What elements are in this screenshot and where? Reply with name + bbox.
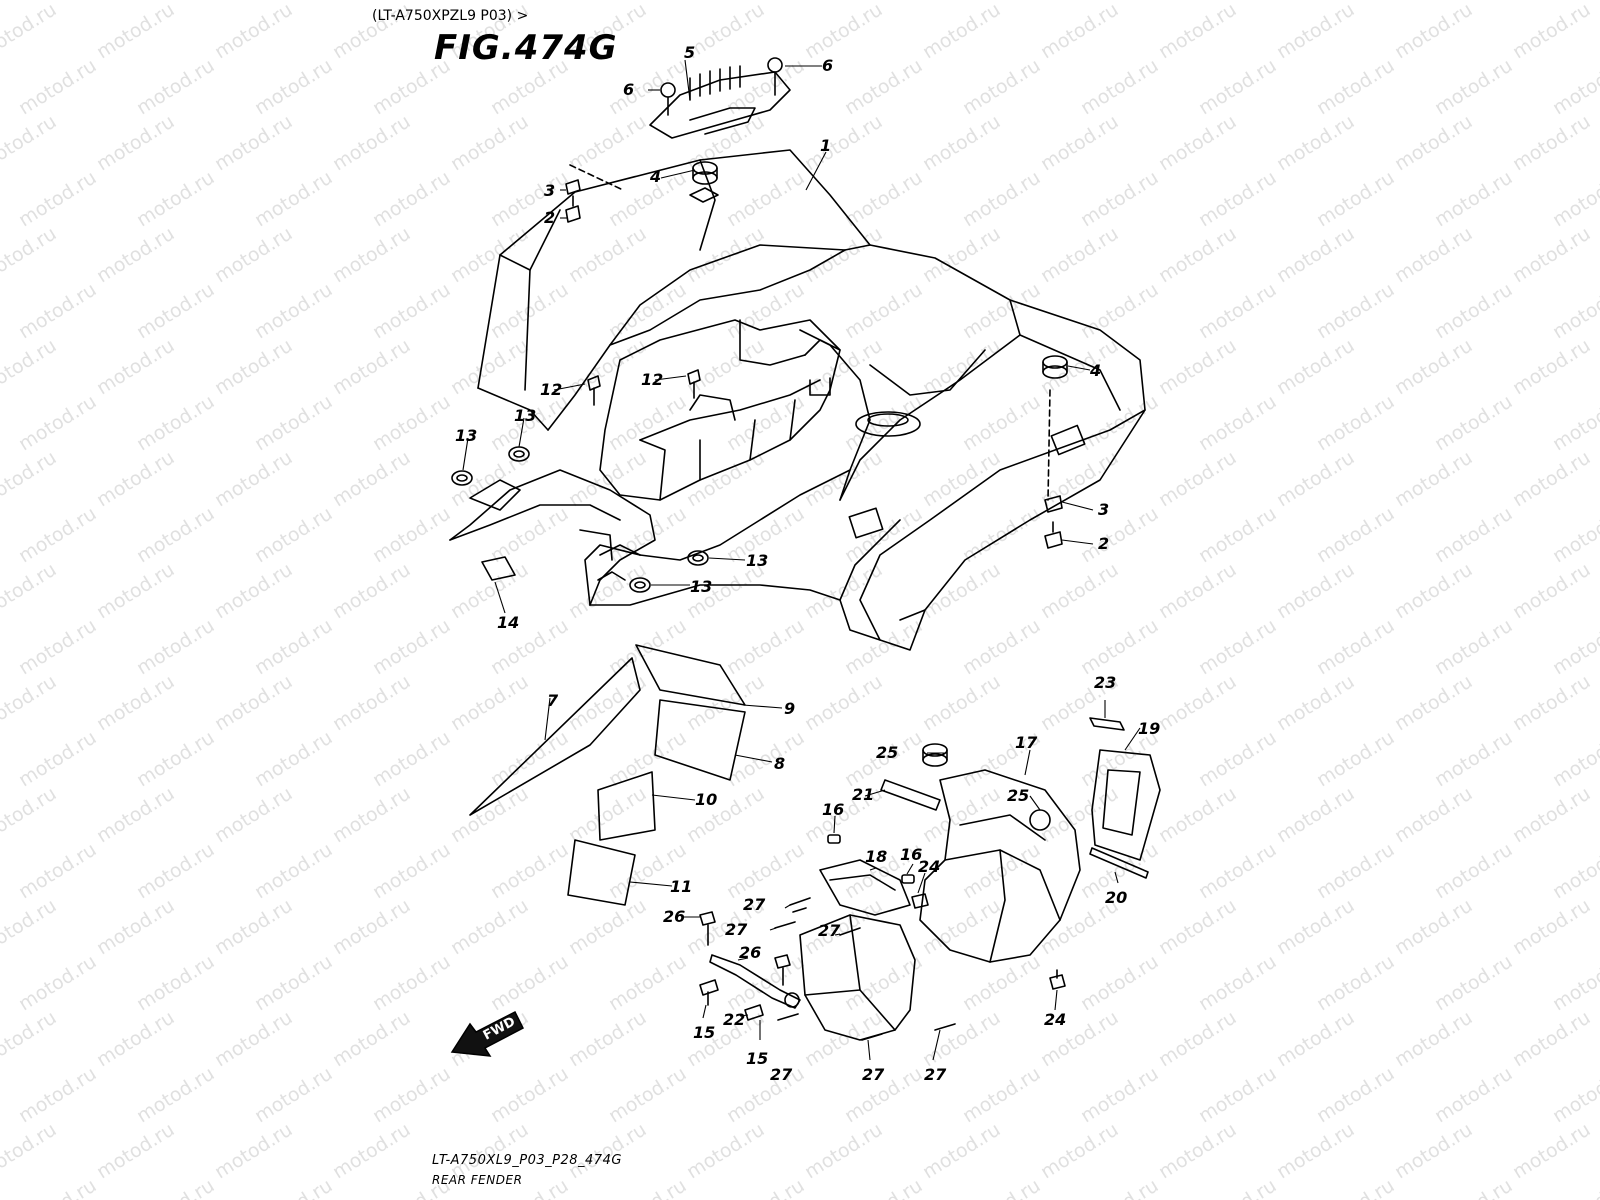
callout-6-right: 6 xyxy=(822,56,833,75)
bolt-2-right xyxy=(1044,521,1063,549)
callout-8: 8 xyxy=(774,754,785,773)
bolt-26-top xyxy=(699,911,716,946)
leader-lines xyxy=(462,59,1141,1061)
decal-9 xyxy=(635,644,746,706)
clip-23 xyxy=(1089,717,1125,731)
callout-7: 7 xyxy=(547,691,559,710)
callout-15-b: 15 xyxy=(746,1049,768,1068)
decal-11 xyxy=(567,839,636,906)
callout-3-left: 3 xyxy=(544,181,555,200)
callout-17: 17 xyxy=(1015,733,1038,752)
callout-1: 1 xyxy=(820,136,831,155)
grommet-4-right xyxy=(1042,355,1068,379)
bolt-3-right xyxy=(1044,495,1063,513)
part-5-bracket xyxy=(649,57,791,139)
callout-4-right: 4 xyxy=(1089,361,1101,380)
screw-27-group xyxy=(774,897,956,1041)
inner-cover-17 xyxy=(919,769,1081,963)
clip-16-left xyxy=(827,834,841,844)
bolt-26-mid xyxy=(774,954,791,986)
callout-2-right: 2 xyxy=(1098,534,1109,553)
screw-15-a xyxy=(699,979,719,1006)
callout-12-right: 12 xyxy=(641,370,663,389)
callout-16-left: 16 xyxy=(822,800,844,819)
screw-15-b xyxy=(744,1004,764,1021)
callout-27-c: 27 xyxy=(818,921,841,940)
clip-16-right xyxy=(901,874,915,884)
rear-fender-main xyxy=(477,149,1146,651)
grommet-13-c xyxy=(687,550,709,566)
callout-27-f: 27 xyxy=(924,1065,947,1084)
clamp-22 xyxy=(709,954,801,1009)
leader-dashed-right xyxy=(1047,389,1051,501)
callout-16-right: 16 xyxy=(900,845,922,864)
strip-20 xyxy=(1089,847,1149,879)
callout-25-top: 25 xyxy=(876,743,898,762)
pad-14 xyxy=(481,556,516,581)
callout-22: 22 xyxy=(723,1010,745,1029)
callout-labels: 1 2 2 3 3 4 4 5 6 6 7 8 9 10 11 12 12 13… xyxy=(455,43,1160,1084)
callout-14: 14 xyxy=(497,613,519,632)
grommet-13-a xyxy=(451,470,473,486)
callout-11: 11 xyxy=(670,877,692,896)
callout-12-left: 12 xyxy=(540,380,562,399)
callout-13-a: 13 xyxy=(514,406,536,425)
figure-title: FIG.474G xyxy=(434,28,618,68)
callout-27-b: 27 xyxy=(725,920,748,939)
callout-27-d: 27 xyxy=(770,1065,793,1084)
callout-27-a: 27 xyxy=(743,895,766,914)
bolt-24-top xyxy=(911,893,929,909)
callout-9: 9 xyxy=(784,699,795,718)
bolt-24-bottom xyxy=(1049,969,1066,990)
footer-part-name: REAR FENDER xyxy=(432,1173,523,1187)
bracket-18 xyxy=(819,859,911,916)
decal-8 xyxy=(654,699,746,781)
callout-6-left: 6 xyxy=(623,80,634,99)
callout-26-mid: 26 xyxy=(739,943,761,962)
decal-7 xyxy=(469,657,641,816)
leader-dashed-top xyxy=(569,164,624,191)
bolt-2-left xyxy=(565,195,581,223)
fwd-arrow: FWD xyxy=(450,1010,524,1057)
callout-26-left: 26 xyxy=(663,907,685,926)
bracket-19 xyxy=(1091,749,1161,861)
grommet-13-b xyxy=(508,446,530,462)
bolt-3-left xyxy=(565,179,581,195)
bolt-12-right xyxy=(687,369,701,399)
grommet-25-top xyxy=(922,743,948,767)
callout-13-d: 13 xyxy=(690,577,712,596)
footer-model-code: LT-A750XL9_P03_P28_474G xyxy=(432,1153,622,1168)
callout-10: 10 xyxy=(695,790,717,809)
callout-13-c: 13 xyxy=(746,551,768,570)
callout-24-bottom: 24 xyxy=(1044,1010,1066,1029)
callout-2-left: 2 xyxy=(544,208,555,227)
callout-4-top: 4 xyxy=(649,167,661,186)
callout-20: 20 xyxy=(1105,888,1127,907)
front-cover xyxy=(799,914,916,1041)
front-bracket xyxy=(449,469,656,606)
callout-23: 23 xyxy=(1094,673,1116,692)
callout-21: 21 xyxy=(852,785,874,804)
decal-10 xyxy=(597,771,656,841)
callout-19: 19 xyxy=(1138,719,1160,738)
callout-3-right: 3 xyxy=(1098,500,1109,519)
callout-24-top: 24 xyxy=(918,857,940,876)
callout-27-e: 27 xyxy=(862,1065,885,1084)
bolt-12-left xyxy=(587,375,601,406)
strip-21 xyxy=(880,779,941,811)
callout-13-b: 13 xyxy=(455,426,477,445)
callout-5: 5 xyxy=(684,43,695,62)
model-header: (LT-A750XPZL9 P03) > xyxy=(372,8,529,24)
grommet-13-d xyxy=(629,577,651,593)
callout-15-a: 15 xyxy=(693,1023,715,1042)
callout-25-mid: 25 xyxy=(1007,786,1029,805)
inner-tray xyxy=(599,319,841,501)
grommet-4-top xyxy=(689,161,719,203)
callout-18: 18 xyxy=(865,847,887,866)
